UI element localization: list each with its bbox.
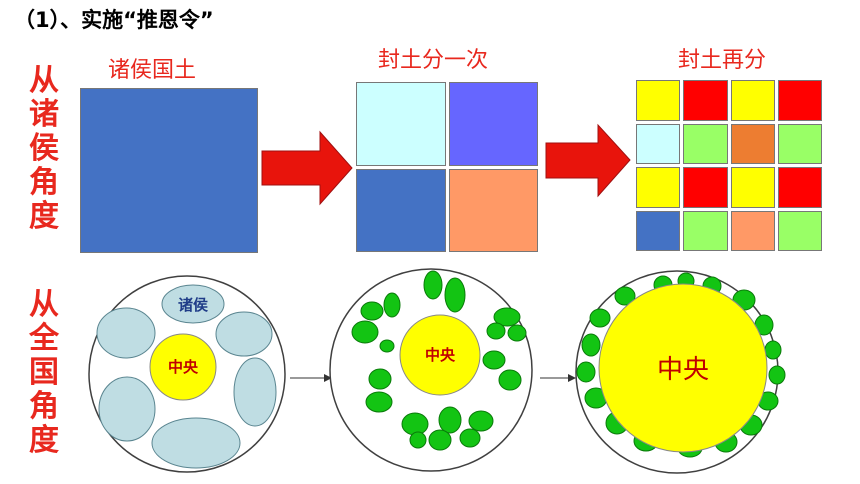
- circle-stage2: 中央: [329, 268, 533, 472]
- central-court-circle: [399, 314, 481, 396]
- connector-arrowhead: [324, 374, 332, 382]
- grid-cell: [730, 167, 775, 208]
- small-fief-ellipse: [768, 365, 786, 385]
- grid-cell: [730, 210, 775, 251]
- small-fief-ellipse: [764, 340, 782, 360]
- zhuhou-ellipse: [151, 417, 241, 469]
- stage3-label: 封土再分: [678, 48, 767, 73]
- small-fief-ellipse: [493, 307, 521, 327]
- fief-split-twice-grid: [636, 80, 822, 251]
- zhuhou-label: 诸侯: [178, 296, 209, 314]
- stage1-label: 诸侯国土: [108, 58, 197, 83]
- grid-cell: [356, 168, 446, 252]
- zhuhou-ellipse: [96, 307, 156, 359]
- grid-cell: [636, 80, 681, 121]
- zhuhou-ellipse: [161, 284, 225, 324]
- small-fief-ellipse: [486, 322, 506, 340]
- grid-cell: [636, 210, 681, 251]
- fief-territory-square: [80, 88, 258, 253]
- side-char: 度: [29, 423, 59, 458]
- side-char: 度: [29, 199, 59, 234]
- red-arrow-right: [261, 130, 353, 206]
- small-fiefs-stage2: [351, 270, 527, 451]
- grid-cell: [683, 210, 728, 251]
- side-char: 角: [29, 165, 59, 200]
- small-fief-ellipse: [360, 301, 384, 321]
- side-char: 国: [29, 355, 59, 390]
- small-fief-ellipse: [444, 277, 466, 313]
- center-label: 中央: [425, 346, 456, 364]
- grid-cell: [356, 82, 446, 166]
- small-fief-ellipse: [482, 350, 506, 370]
- fief-split-once-grid: [356, 82, 538, 252]
- small-fief-ellipse: [351, 320, 379, 344]
- zhuhou-ellipse: [98, 376, 156, 442]
- small-fief-ellipse: [507, 324, 527, 342]
- zhuhou-ellipse: [233, 357, 277, 427]
- small-fief-ellipse: [589, 308, 611, 328]
- small-fief-ellipse: [468, 410, 494, 432]
- small-fief-ellipse: [383, 292, 401, 318]
- grid-cell: [683, 80, 728, 121]
- grid-cell: [636, 123, 681, 164]
- small-fief-ellipse: [379, 339, 395, 353]
- side-char: 全: [29, 321, 59, 356]
- side-label-national-perspective: 从 全 国 角 度: [22, 288, 66, 458]
- page-heading: （1）、实施“推恩令”: [14, 8, 214, 32]
- side-label-zhuhou-perspective: 从 诸 侯 角 度: [22, 64, 66, 234]
- grid-cell: [636, 167, 681, 208]
- grid-cell: [448, 168, 538, 252]
- grid-cell: [777, 80, 822, 121]
- grid-cell: [683, 167, 728, 208]
- grid-cell: [683, 123, 728, 164]
- small-fief-ellipse: [581, 333, 601, 357]
- small-fief-ellipse: [576, 361, 596, 383]
- connector-arrowhead: [568, 374, 576, 382]
- grid-cell: [777, 210, 822, 251]
- zhuhou-ellipse: [215, 311, 273, 357]
- side-char: 从: [29, 63, 59, 98]
- small-fief-ellipse: [459, 428, 481, 448]
- center-label: 中央: [657, 355, 709, 385]
- side-char: 从: [29, 287, 59, 322]
- small-fief-ellipse: [428, 429, 452, 451]
- small-fief-ellipse: [438, 406, 462, 434]
- side-char: 侯: [29, 131, 59, 166]
- side-char: 角: [29, 389, 59, 424]
- small-fief-ellipse: [498, 369, 522, 391]
- circle-stage3: 中央: [575, 270, 786, 474]
- small-fief-ellipse: [423, 270, 443, 300]
- small-fief-ellipse: [401, 412, 429, 436]
- small-fief-ellipse: [365, 391, 393, 413]
- grid-cell: [777, 123, 822, 164]
- stage2-label: 封土分一次: [378, 48, 489, 73]
- circle-stage1: 诸侯 中央: [88, 275, 286, 473]
- center-label: 中央: [168, 358, 199, 376]
- red-arrow-right: [545, 123, 631, 198]
- small-fief-ellipse: [614, 286, 636, 306]
- central-court-circle: [598, 283, 768, 453]
- small-fief-ellipse: [409, 431, 427, 449]
- central-court-circle: [149, 333, 217, 401]
- grid-cell: [730, 123, 775, 164]
- small-fief-ellipse: [368, 368, 392, 390]
- side-char: 诸: [29, 97, 59, 132]
- grid-cell: [448, 82, 538, 166]
- grid-cell: [730, 80, 775, 121]
- grid-cell: [777, 167, 822, 208]
